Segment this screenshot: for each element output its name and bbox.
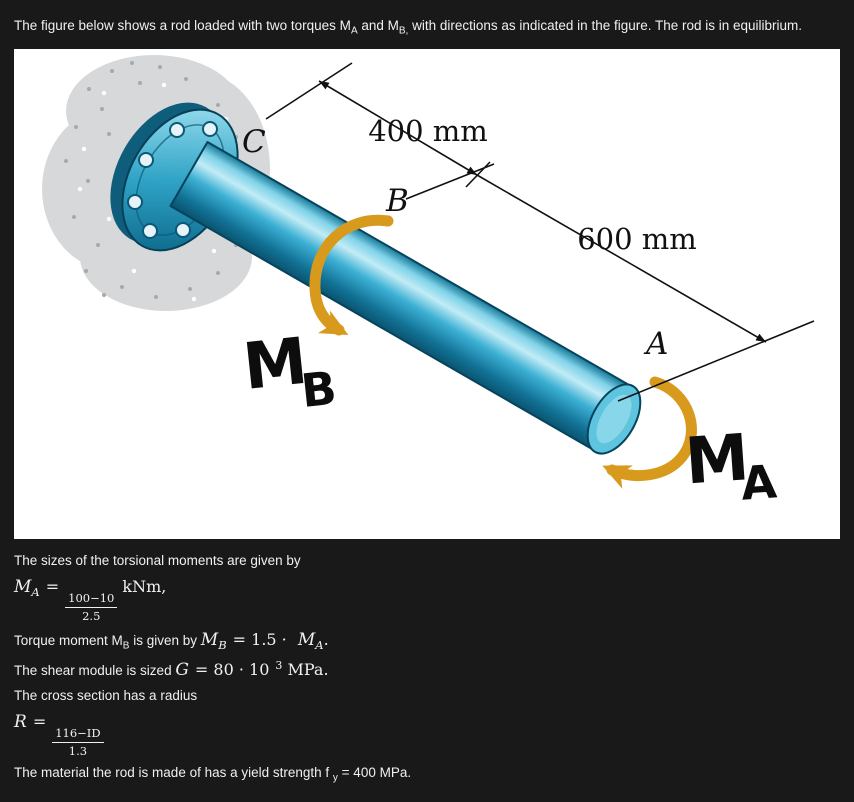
problem-body: The sizes of the torsional moments are g… (14, 551, 840, 786)
dim-label-600: 600 mm (577, 222, 697, 256)
label-b: B (385, 183, 409, 219)
g-exponent: 3 (275, 658, 283, 672)
mb-period: . (323, 629, 329, 649)
ma-unit: kNm, (122, 576, 167, 596)
label-ma: M (683, 421, 752, 499)
label-mb: M (240, 325, 311, 405)
g-pre: The shear module is sized (14, 662, 176, 678)
mb-pre: Torque moment M (14, 632, 123, 648)
dim-label-400: 400 mm (368, 114, 488, 148)
fy-post: = 400 MPa. (337, 764, 412, 780)
moments-intro-line: The sizes of the torsional moments are g… (14, 553, 301, 569)
ma-equals: = (45, 576, 60, 596)
r-equals: = (32, 712, 47, 732)
intro-part-2: and M (357, 18, 399, 33)
torque-arrow-a (602, 376, 697, 489)
torque-labels: M B M A (240, 325, 779, 511)
rod-figure: C B A 400 mm 600 mm M B M A (42, 55, 815, 511)
mb-equals: = 1.5 · (232, 629, 292, 649)
dimension-lines (265, 62, 815, 402)
mb-mid: is given by (129, 632, 201, 648)
mb-var: M (200, 629, 219, 650)
intro-sub-a: A (350, 25, 358, 37)
mb-ma-var: M (297, 629, 316, 650)
shear-module-line: The shear module is sized G= 80 · 10 3 MP… (14, 658, 840, 683)
intro-part-1: The figure below shows a rod loaded with… (14, 18, 351, 33)
mb-ma-var-sub: A (315, 637, 324, 652)
shaft (169, 141, 642, 455)
figure-panel: C B A 400 mm 600 mm M B M A (14, 49, 840, 540)
ma-var: M (14, 576, 32, 597)
label-c: C (242, 124, 266, 160)
figure-labels: C B A 400 mm 600 mm (242, 114, 697, 362)
g-var: G (175, 659, 189, 680)
label-mb-sub: B (299, 361, 340, 418)
extension-line-c (265, 62, 353, 120)
g-equals: = 80 · 10 (194, 659, 270, 679)
label-a: A (643, 326, 668, 362)
ma-var-sub: A (31, 584, 40, 599)
tick-b (465, 161, 491, 188)
r-fraction-denominator: 1.3 (68, 743, 88, 758)
mb-var-sub: B (218, 637, 227, 652)
r-var: R (14, 712, 27, 733)
intro-part-3: with directions as indicated in the figu… (408, 18, 803, 33)
ma-fraction-denominator: 2.5 (82, 608, 101, 623)
torque-arrow-b (309, 214, 394, 336)
flange-bolts (127, 121, 218, 240)
intro-sub-b: B, (398, 25, 409, 37)
wall-speckles-dark (64, 61, 252, 300)
intro-text: The figure below shows a rod loaded with… (14, 16, 836, 39)
fy-pre: The material the rod is made of has a yi… (14, 764, 333, 780)
label-ma-sub: A (739, 455, 779, 511)
dim-line-400 (318, 80, 478, 176)
dim-line-600 (476, 174, 767, 343)
g-unit: MPa. (282, 659, 329, 679)
r-fraction-numerator: 116−ID (52, 726, 104, 743)
ma-fraction-numerator: 100−10 (65, 591, 118, 608)
extension-line-a (617, 320, 815, 402)
mb-pre-sub: B (122, 640, 130, 652)
mb-relation-line: Torque moment MB is given by MB= 1.5 · M… (14, 628, 840, 654)
extension-line-b (405, 163, 495, 200)
yield-strength-line: The material the rod is made of has a yi… (14, 763, 840, 786)
radius-intro-line: The cross section has a radius (14, 688, 198, 704)
